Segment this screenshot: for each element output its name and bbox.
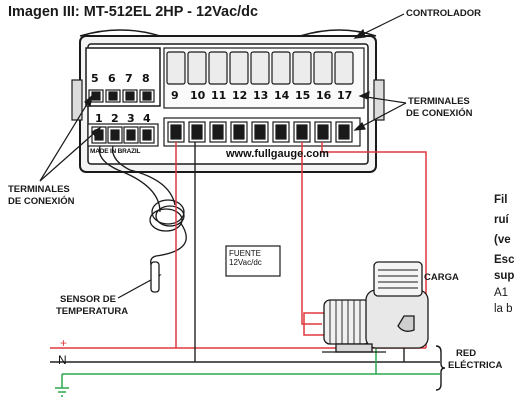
side-text-line: (ve — [494, 234, 511, 246]
terminal-number: 8 — [142, 72, 150, 85]
made-in-label: MADE IN BRAZIL — [90, 148, 141, 155]
side-text-line: Fil — [494, 194, 508, 206]
line-n-label: N — [58, 353, 67, 367]
terminal-block-left — [87, 123, 159, 147]
positive-wires — [50, 142, 427, 349]
label-terminales-left-2: DE CONEXIÓN — [8, 196, 75, 207]
terminal-number: 6 — [108, 72, 116, 85]
side-text-line: A1 — [494, 287, 509, 299]
terminal-number: 11 — [211, 89, 227, 102]
terminal-number: 12 — [232, 89, 248, 102]
terminal-number: 13 — [253, 89, 269, 102]
terminal-number: 3 — [127, 112, 135, 125]
sensor-cable — [98, 145, 187, 293]
label-red-1: RED — [456, 348, 477, 359]
power-source-label-1: FUENTE — [229, 249, 261, 258]
label-terminales-right-2: DE CONEXIÓN — [406, 108, 473, 119]
terminal-number: 10 — [190, 89, 206, 102]
terminal-number: 1 — [95, 112, 103, 125]
side-text-line: Esc — [494, 254, 515, 266]
side-text-line: sup — [494, 270, 515, 282]
power-source-label-2: 12Vac/dc — [229, 258, 262, 267]
terminal-number: 7 — [125, 72, 133, 85]
terminal-number: 2 — [111, 112, 119, 125]
terminal-number: 15 — [295, 89, 311, 102]
label-carga: CARGA — [424, 272, 459, 283]
power-source-box — [225, 245, 281, 277]
side-text-line: la b — [494, 303, 513, 315]
terminal-number: 17 — [337, 89, 353, 102]
label-terminales-left-1: TERMINALES — [8, 184, 70, 195]
terminal-number: 9 — [171, 89, 179, 102]
terminal-block-right — [163, 117, 361, 147]
network-brace — [435, 345, 446, 391]
terminal-number: 16 — [316, 89, 332, 102]
label-sensor-2: TEMPERATURA — [56, 306, 129, 317]
label-terminales-right-1: TERMINALES — [408, 96, 470, 107]
label-sensor-1: SENSOR DE — [60, 294, 116, 305]
label-controlador: CONTROLADOR — [406, 8, 481, 19]
diagram-title: Imagen III: MT-512EL 2HP - 12Vac/dc — [8, 4, 259, 20]
ground-icon — [55, 387, 69, 397]
line-plus-label: + — [60, 336, 68, 350]
motor-icon — [322, 261, 429, 353]
terminal-number: 14 — [274, 89, 290, 102]
side-text-line: ruí — [494, 214, 509, 226]
label-red-2: ELÉCTRICA — [448, 360, 503, 371]
brand-url-label: www.fullgauge.com — [226, 148, 329, 160]
terminal-number: 4 — [143, 112, 151, 125]
terminal-number: 5 — [91, 72, 99, 85]
